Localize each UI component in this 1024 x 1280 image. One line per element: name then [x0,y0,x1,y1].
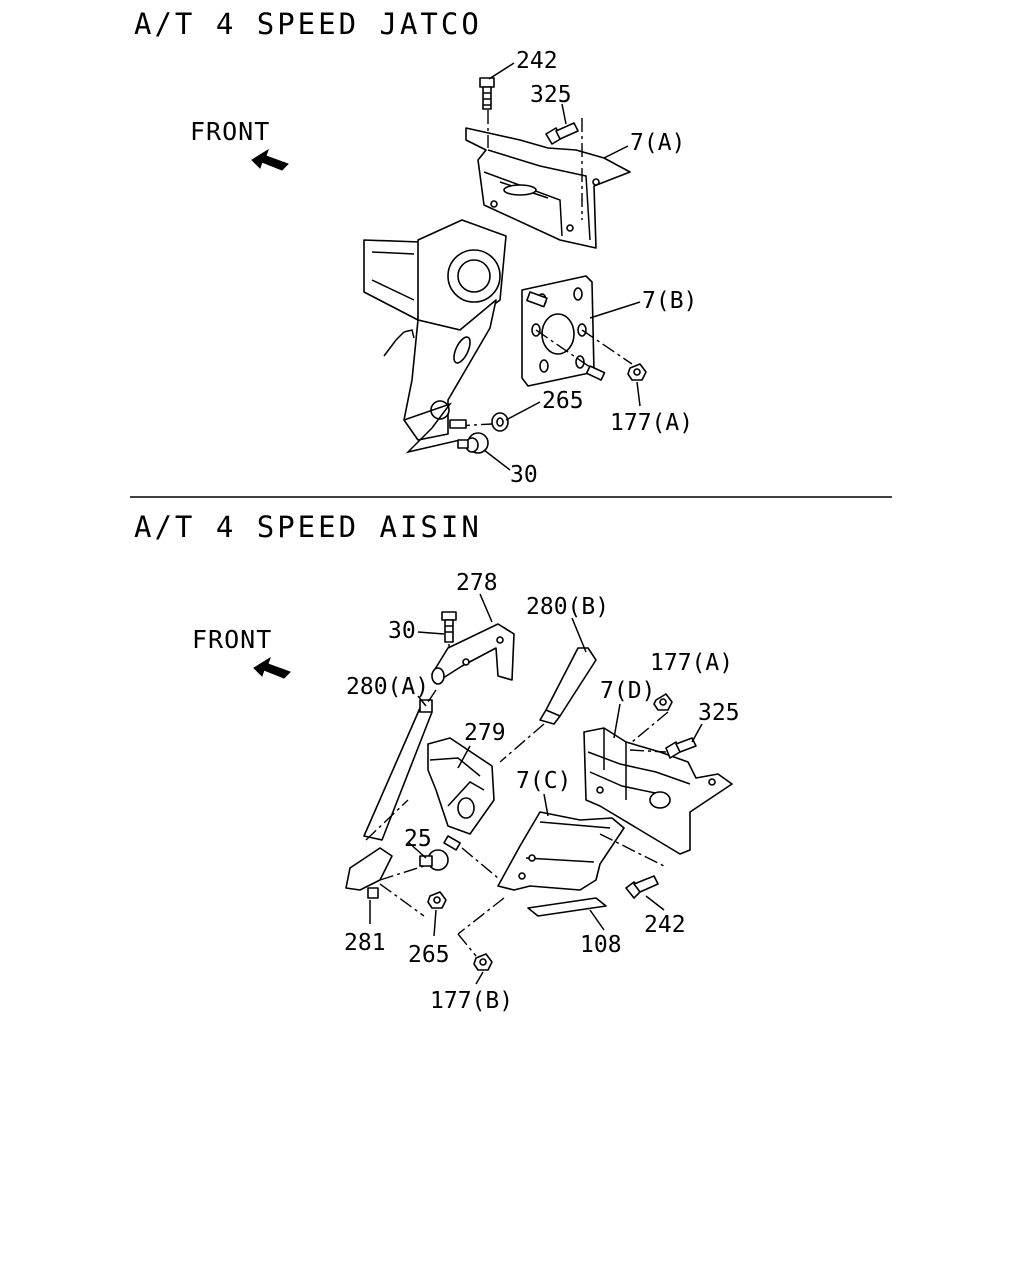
callout-281: 281 [344,930,386,956]
bracket-281 [345,847,393,899]
callout-325: 325 [530,82,572,108]
section-title-aisin: A/T 4 SPEED AISIN [134,510,482,544]
nut-25 [419,849,449,871]
callout-30: 30 [388,618,416,644]
stud-bolt [585,365,606,381]
section-jatco: A/T 4 SPEED JATCO FRONT [134,7,697,488]
bracket-279 [427,737,495,835]
nut-177b [473,953,493,971]
section-aisin: A/T 4 SPEED AISIN FRONT [134,510,740,1014]
front-label: FRONT [192,625,272,654]
front-label: FRONT [190,117,270,146]
callout-280a: 280(A) [346,674,429,700]
nut-265 [427,891,447,909]
rod-280b [539,647,597,725]
callout-278: 278 [456,570,498,596]
strip-108 [527,897,607,917]
callout-242: 242 [644,912,686,938]
callout-7a: 7(A) [630,130,685,156]
section-title-jatco: A/T 4 SPEED JATCO [134,7,482,41]
bracket-7c [497,811,625,891]
callout-325: 325 [698,700,740,726]
callout-177a: 177(A) [610,410,693,436]
callout-279: 279 [464,720,506,746]
callout-7c: 7(C) [516,768,571,794]
callout-242: 242 [516,48,558,74]
bolt-325 [545,122,579,145]
bracket-7a [465,127,631,249]
callout-177a: 177(A) [650,650,733,676]
callout-280b: 280(B) [526,594,609,620]
nut-177a [627,363,647,381]
bracket-278 [431,623,515,685]
support-housing [363,219,507,454]
callout-108: 108 [580,932,622,958]
callout-265: 265 [408,942,450,968]
rod-280a [363,699,433,841]
bolt-279-stud [443,835,461,851]
callout-265: 265 [542,388,584,414]
bracket-7d [583,727,733,855]
nut-177a-aisin [653,693,673,711]
front-arrow-icon [253,656,291,679]
callout-7d: 7(D) [600,678,655,704]
bolt-325-aisin [665,737,697,759]
bolt-242 [479,77,495,110]
plate-7b [521,275,595,387]
pivot-bolt [449,419,467,429]
bolt-242-aisin [625,875,659,899]
front-arrow-icon [251,148,289,171]
collar-265 [491,412,509,432]
callout-30: 30 [510,462,538,488]
callout-7b: 7(B) [642,288,697,314]
callout-177b: 177(B) [430,988,513,1014]
bolt-30 [441,611,457,643]
callout-25: 25 [404,826,432,852]
nut-30 [457,432,489,454]
